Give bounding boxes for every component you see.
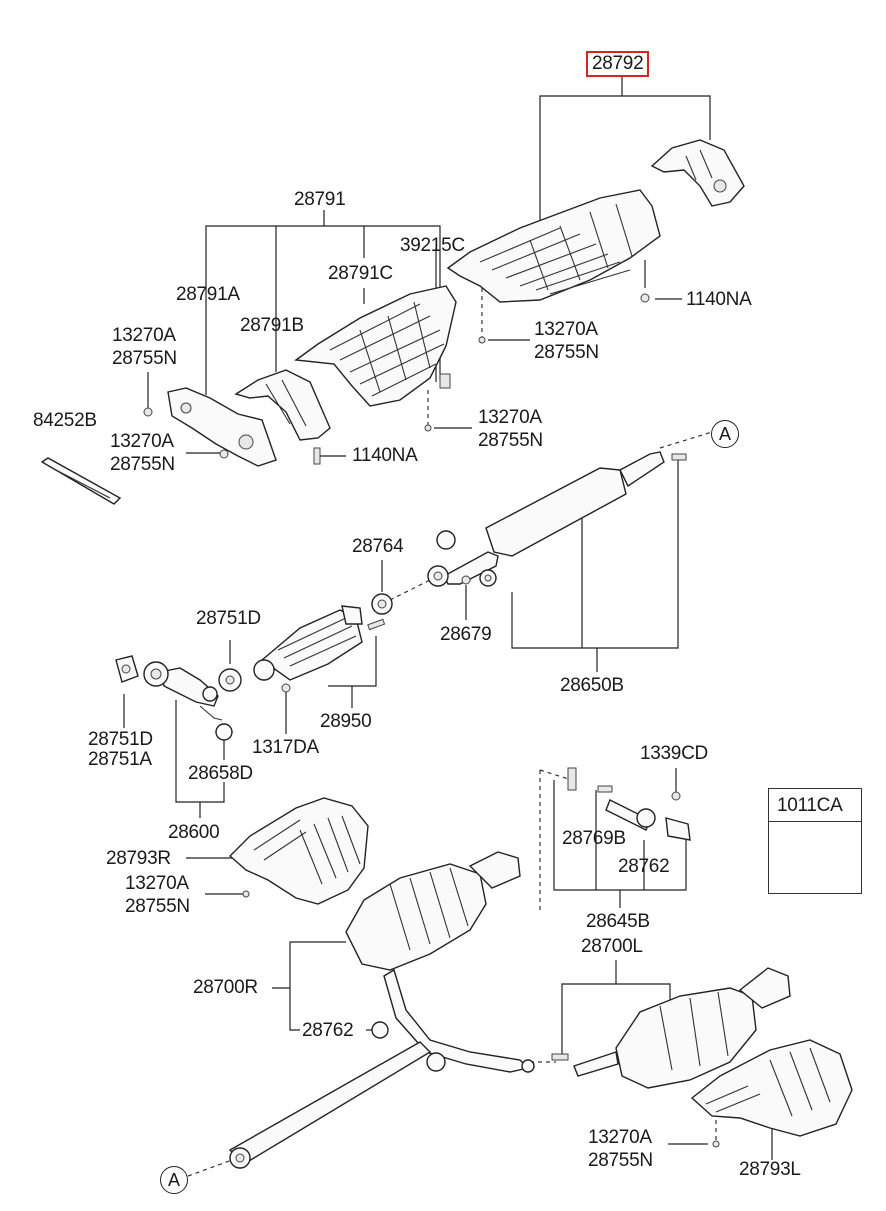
label-28764[interactable]: 28764 [352, 536, 404, 557]
center-muffler-28650b [427, 451, 687, 587]
label-13270a-left2[interactable]: 13270A [110, 431, 174, 452]
label-28679[interactable]: 28679 [440, 624, 492, 645]
catalytic-converter-28950 [218, 593, 393, 693]
label-1011ca[interactable]: 1011CA [777, 795, 843, 816]
label-28755n-bottom[interactable]: 28755N [588, 1150, 653, 1171]
label-28751d-bottom[interactable]: 28751D [88, 729, 153, 750]
label-28658d[interactable]: 28658D [188, 763, 253, 784]
label-28650b[interactable]: 28650B [560, 675, 624, 696]
label-28700r[interactable]: 28700R [193, 977, 258, 998]
label-13270a-r[interactable]: 13270A [125, 873, 189, 894]
label-1317da[interactable]: 1317DA [252, 737, 319, 758]
label-28762-top[interactable]: 28762 [618, 856, 670, 877]
part-box-1011ca [768, 788, 862, 894]
label-28600[interactable]: 28600 [168, 822, 220, 843]
label-28791b[interactable]: 28791B [240, 315, 304, 336]
label-28950[interactable]: 28950 [320, 711, 372, 732]
label-84252b[interactable]: 84252B [33, 410, 97, 431]
label-28755n-left2[interactable]: 28755N [110, 454, 175, 475]
label-39215c[interactable]: 39215C [400, 235, 465, 256]
heat-shield-28793l [690, 1039, 853, 1148]
label-13270a-mid[interactable]: 13270A [478, 407, 542, 428]
strap-84252b [40, 457, 122, 505]
label-28700l[interactable]: 28700L [581, 936, 643, 957]
rear-muffler-28700l [551, 967, 791, 1089]
hanger-28645b [567, 767, 691, 841]
label-28793r[interactable]: 28793R [106, 848, 171, 869]
label-28751a[interactable]: 28751A [88, 749, 152, 770]
label-1339cd[interactable]: 1339CD [640, 743, 708, 764]
front-pipe-28600 [115, 655, 233, 741]
ref-marker-a-top: A [711, 420, 739, 448]
rear-muffler-28700r [228, 851, 535, 1169]
label-28791[interactable]: 28791 [294, 189, 346, 210]
label-28793l[interactable]: 28793L [739, 1159, 801, 1180]
label-28755n-left1[interactable]: 28755N [112, 348, 177, 369]
label-13270a-left1[interactable]: 13270A [112, 325, 176, 346]
label-28755n-r[interactable]: 28755N [125, 896, 190, 917]
label-1140na-mid[interactable]: 1140NA [352, 445, 418, 466]
label-28755n-top[interactable]: 28755N [534, 342, 599, 363]
heat-shield-28792 [446, 139, 745, 344]
label-28755n-mid[interactable]: 28755N [478, 430, 543, 451]
heat-shield-28791 [143, 285, 457, 467]
heat-shield-28793r [228, 797, 369, 905]
label-28792[interactable]: 28792 [586, 51, 650, 77]
label-28645b[interactable]: 28645B [586, 911, 650, 932]
label-1140na-top[interactable]: 1140NA [686, 289, 752, 310]
ref-marker-a-bottom: A [160, 1166, 188, 1194]
label-28769b[interactable]: 28769B [562, 828, 626, 849]
label-28791a[interactable]: 28791A [176, 284, 240, 305]
label-28762-bottom[interactable]: 28762 [302, 1020, 354, 1041]
label-13270a-bottom[interactable]: 13270A [588, 1127, 652, 1148]
label-28791c[interactable]: 28791C [328, 263, 393, 284]
label-28751d-top[interactable]: 28751D [196, 608, 261, 629]
label-13270a-top[interactable]: 13270A [534, 319, 598, 340]
